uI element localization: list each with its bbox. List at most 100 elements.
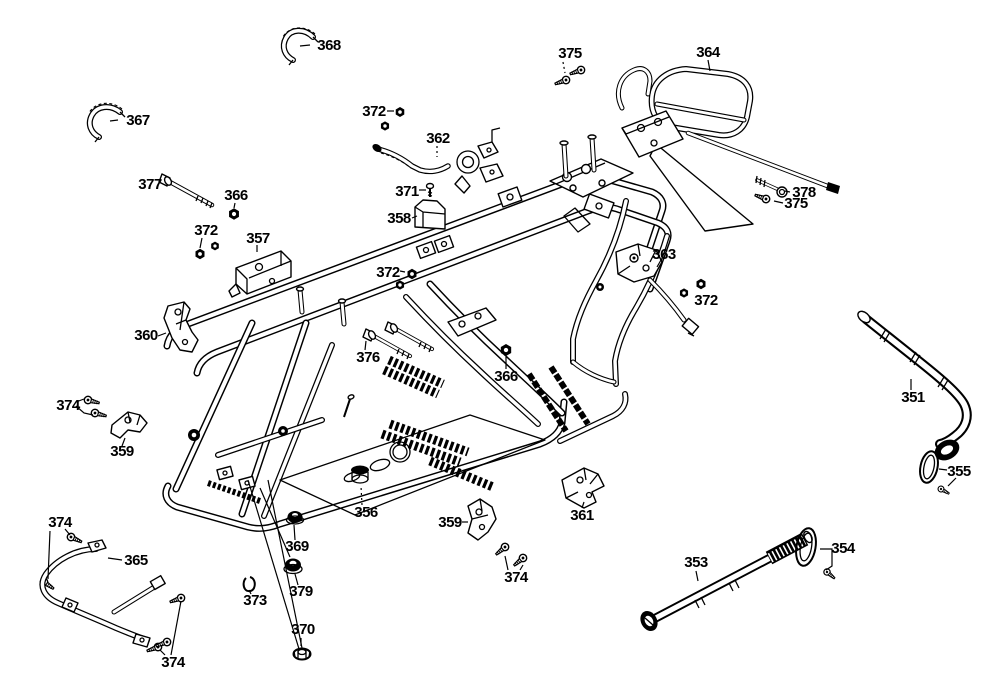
callout-leader-378-26 (784, 190, 791, 193)
callout-leader-353-35 (695, 570, 699, 582)
rear-panel-plate (649, 143, 754, 232)
callout-leader-360-6 (157, 332, 167, 337)
part-number-label-367-1: 367 (126, 112, 150, 129)
part-number-label-364-25: 364 (696, 44, 721, 61)
part-373-ring (242, 576, 256, 593)
part-number-label-360-6: 360 (134, 327, 158, 344)
part-number-label-378-26: 378 (792, 184, 816, 201)
part-number-label-366-23: 366 (494, 368, 518, 385)
callout-leader-374-7 (75, 398, 85, 403)
part-number-label-359-31: 359 (438, 514, 462, 531)
callout-leader-365-10 (107, 557, 123, 561)
part-357-bracket (228, 250, 292, 298)
part-number-label-372-4: 372 (194, 222, 218, 239)
part-372-nuts (195, 241, 219, 260)
callout-leader-373-12 (248, 589, 252, 595)
carrier-mount-plate (549, 134, 634, 291)
part-376-bolts (362, 321, 434, 360)
part-359-bracket-a (110, 411, 148, 439)
callout-leader-359-8 (121, 437, 126, 447)
callout-leader-355-34 (938, 468, 948, 471)
part-374-screws-a (82, 394, 108, 421)
callout-leader-372-4 (199, 237, 203, 249)
frame-straps (526, 365, 591, 433)
callout-leader-375-27 (773, 200, 784, 204)
part-number-label-353-35: 353 (684, 554, 708, 571)
part-367-clamp-band (86, 102, 126, 143)
part-368-clamp-band (280, 27, 319, 66)
part-378-bolt (755, 175, 788, 198)
part-number-label-362-17: 362 (426, 130, 450, 147)
callout-leader-379-14 (294, 573, 299, 586)
part-364-carrier (616, 66, 840, 194)
part-number-label-357-5: 357 (246, 230, 270, 247)
frame-fittings (188, 186, 523, 491)
callout-leader-375-24 (562, 61, 566, 74)
frame-assembly (162, 134, 754, 650)
callouts-layer: 368 367 377 366 372 357 360 374 359 374 365 374 373 3… (47, 37, 971, 671)
callout-leader-374-11 (159, 649, 166, 656)
part-number-label-358-20: 358 (387, 210, 411, 227)
callout-leader-363-28 (656, 259, 662, 268)
part-369-grommet (285, 511, 305, 525)
part-number-label-375-27: 375 (784, 195, 808, 212)
part-375-screws-top (553, 64, 587, 89)
part-number-label-374-7: 374 (56, 397, 81, 414)
callout-leader-374-9 (64, 528, 71, 536)
callout-leader-372-21 (399, 270, 406, 273)
callout-leader-364-25 (707, 59, 711, 72)
callout-leader-361-30 (581, 501, 585, 509)
part-375-screw-right (753, 190, 772, 205)
tread-plates (207, 355, 495, 504)
part-number-label-374-11: 374 (161, 654, 186, 671)
callout-leader-368-0 (299, 44, 311, 47)
part-number-label-363-28: 363 (652, 246, 676, 263)
part-number-label-373-12: 373 (243, 592, 267, 609)
callout-leader-374-7 (75, 405, 94, 416)
part-number-label-365-10: 365 (124, 552, 148, 569)
part-number-label-359-8: 359 (110, 443, 134, 460)
part-377-bolt (158, 173, 215, 209)
part-number-label-356-16: 356 (354, 504, 378, 521)
part-number-label-377-2: 377 (138, 176, 162, 193)
part-number-label-372-29: 372 (694, 292, 718, 309)
part-number-label-368-0: 368 (317, 37, 341, 54)
part-353-tailpipe (640, 530, 813, 632)
part-number-label-374-32: 374 (504, 569, 529, 586)
part-354-gasket (795, 527, 838, 582)
part-number-label-370-15: 370 (291, 621, 315, 638)
part-number-label-355-34: 355 (947, 463, 971, 480)
callout-leader-358-20 (411, 215, 418, 219)
part-363-bracket (615, 243, 700, 337)
callout-leader-374-11 (170, 600, 182, 656)
part-number-label-374-9: 374 (48, 514, 73, 531)
callout-leader-374-32 (519, 564, 524, 571)
part-365-guard-bar (39, 539, 166, 648)
part-355-gasket (919, 450, 952, 497)
part-366-nut (229, 208, 239, 220)
callout-leader-356-16 (360, 485, 363, 506)
part-number-label-379-14: 379 (289, 583, 313, 600)
part-351-pipe (857, 310, 972, 461)
callout-leader-369-13 (293, 524, 296, 541)
part-362-hose (372, 127, 504, 194)
callout-leader-376-22 (364, 340, 367, 351)
callout-leader-374-32 (504, 555, 509, 571)
part-number-label-372-21: 372 (376, 264, 400, 281)
callout-leader-366-3 (233, 202, 236, 209)
part-370-grommet (292, 647, 312, 661)
part-number-label-372-18: 372 (362, 103, 386, 120)
part-number-label-371-19: 371 (395, 183, 419, 200)
part-374-screws-d (493, 541, 529, 569)
callout-leader-355-34 (947, 477, 957, 487)
part-number-label-366-3: 366 (224, 187, 248, 204)
part-number-label-369-13: 369 (285, 538, 309, 555)
part-number-label-376-22: 376 (356, 349, 380, 366)
part-number-label-351-33: 351 (901, 389, 925, 406)
part-359-bracket-b (467, 498, 497, 541)
part-374-screws-c (145, 592, 187, 656)
part-number-label-375-24: 375 (558, 45, 582, 62)
part-361-bracket (561, 467, 605, 509)
